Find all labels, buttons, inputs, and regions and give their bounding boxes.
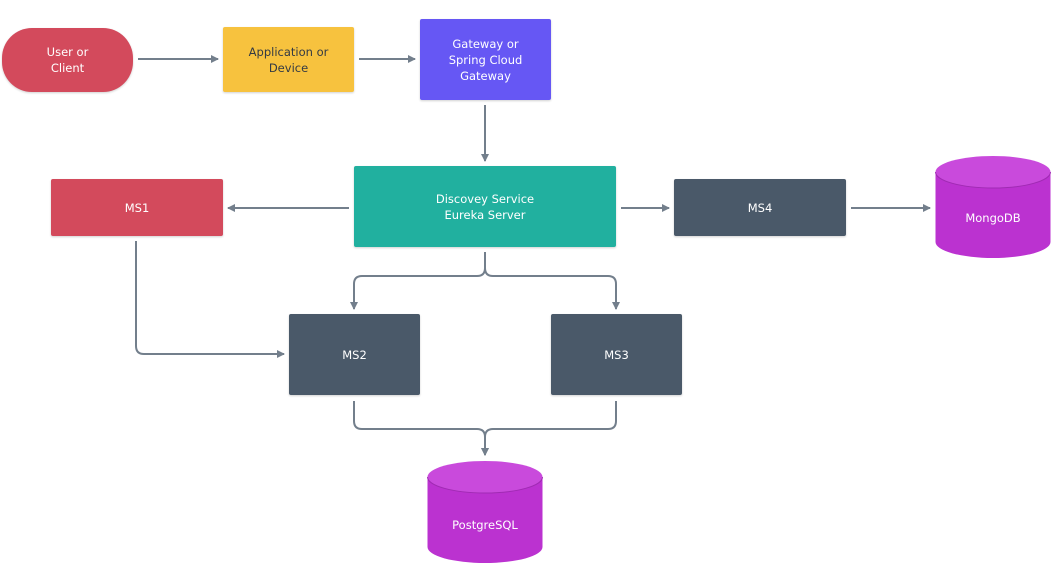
ms3-label: MS3	[604, 347, 629, 362]
ms2-node: MS2	[289, 314, 420, 395]
postgresql-database-node: PostgreSQL	[427, 460, 543, 564]
edge-ms3-to-postgresql	[481, 401, 617, 456]
mongodb-database-node: MongoDB	[935, 155, 1051, 259]
postgresql-cylinder-icon	[427, 461, 543, 563]
discovery-service-label: Discovey Service Eureka Server	[435, 191, 535, 222]
ms2-label: MS2	[342, 347, 367, 362]
user-client-node: User or Client	[2, 28, 133, 92]
edge-discovery-to-ms3	[484, 252, 620, 310]
edge-discovery-to-ms2	[350, 252, 486, 310]
ms3-node: MS3	[551, 314, 682, 395]
edge-ms1-to-ms2	[135, 241, 285, 358]
gateway-node: Gateway or Spring Cloud Gateway	[420, 19, 551, 100]
mongodb-label: MongoDB	[965, 211, 1021, 225]
ms4-node: MS4	[674, 179, 846, 236]
discovery-service-node: Discovey Service Eureka Server	[354, 166, 616, 247]
ms1-node: MS1	[51, 179, 223, 236]
ms4-label: MS4	[747, 200, 773, 215]
user-client-label: User or Client	[46, 45, 89, 75]
application-device-node: Application or Device	[223, 27, 354, 92]
gateway-label: Gateway or Spring Cloud Gateway	[448, 36, 523, 83]
application-device-label: Application or Device	[248, 44, 329, 75]
ms1-label: MS1	[124, 200, 150, 215]
postgresql-label: PostgreSQL	[452, 518, 518, 532]
mongodb-cylinder-icon	[935, 156, 1051, 258]
edge-ms2-to-postgresql	[353, 401, 489, 456]
